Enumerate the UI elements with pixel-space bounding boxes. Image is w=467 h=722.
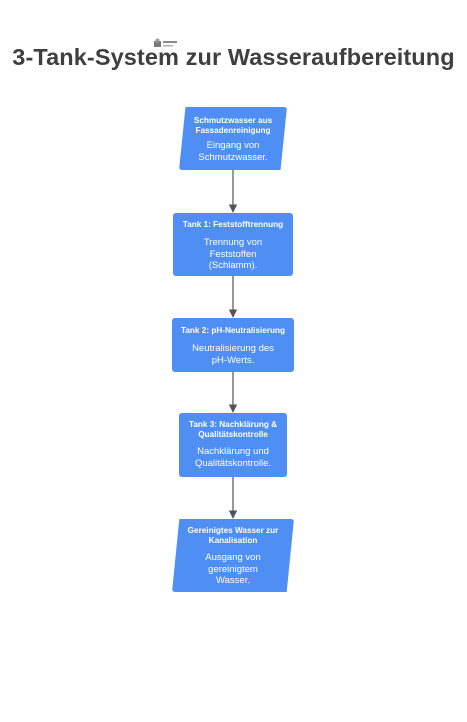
node-tank-2-heading: Tank 2: pH-Neutralisierung: [180, 326, 286, 335]
page-title: 3-Tank-System zur Wasseraufbereitung: [12, 44, 455, 70]
logo: [153, 38, 179, 49]
node-tank-1-heading: Tank 1: Feststofftrennung: [182, 220, 284, 229]
node-tank-3-text: Nachklärung und Qualitätskontrolle.: [194, 446, 272, 469]
node-input: Schmutzwasser aus Fassadenreinigung Eing…: [179, 107, 287, 170]
node-tank-2: Tank 2: pH-Neutralisierung Neutralisieru…: [172, 318, 294, 372]
node-tank-3-heading: Tank 3: Nachklärung & Qualitätskontrolle: [188, 420, 278, 439]
node-tank-2-text: Neutralisierung des pH-Werts.: [192, 343, 274, 366]
node-tank-1: Tank 1: Feststofftrennung Trennung von F…: [173, 213, 293, 276]
node-tank-3: Tank 3: Nachklärung & Qualitätskontrolle…: [179, 413, 287, 477]
node-output-text: Ausgang von gereinigtem Wasser.: [205, 552, 261, 586]
node-input-heading: Schmutzwasser aus Fassadenreinigung: [193, 116, 273, 135]
node-output-heading: Gereinigtes Wasser zur Kanalisation: [187, 526, 279, 545]
node-output: Gereinigtes Wasser zur Kanalisation Ausg…: [172, 519, 294, 592]
node-tank-1-text: Trennung von Feststoffen (Schlamm).: [203, 237, 263, 271]
node-input-text: Eingang von Schmutzwasser.: [198, 140, 268, 163]
small-logo-icon: [154, 38, 177, 47]
